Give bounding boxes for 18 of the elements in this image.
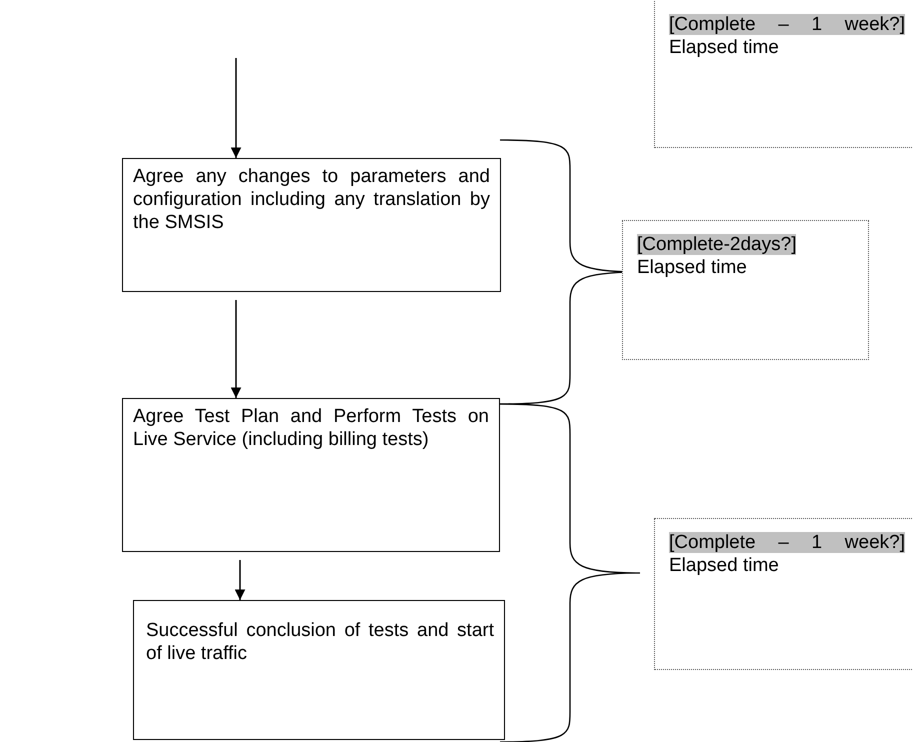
box-text: Agree Test Plan and Perform Tests on Live Service (including billing tests) xyxy=(133,406,489,450)
note-text: Elapsed time xyxy=(669,555,779,576)
note-box xyxy=(622,220,869,360)
box-text: Agree any changes to parameters and configuration including any translation by the SMSIS xyxy=(133,166,490,233)
arrow xyxy=(234,560,246,600)
duration-estimate: [Complete – 1 week?] xyxy=(669,14,905,35)
note-text: Elapsed time xyxy=(637,257,747,278)
duration-estimate: [Complete – 1 week?] xyxy=(669,532,905,553)
note-text: Elapsed time xyxy=(669,37,779,58)
duration-estimate: [Complete-2days?] xyxy=(637,234,796,255)
note-box xyxy=(654,0,913,148)
process-box xyxy=(133,600,505,740)
box-text: Successful conclusion of tests and start of live traffic xyxy=(146,620,494,664)
arrow xyxy=(230,300,242,398)
note-box xyxy=(654,518,913,670)
arrow xyxy=(230,58,242,158)
process-box xyxy=(122,398,500,552)
process-box xyxy=(122,158,501,292)
